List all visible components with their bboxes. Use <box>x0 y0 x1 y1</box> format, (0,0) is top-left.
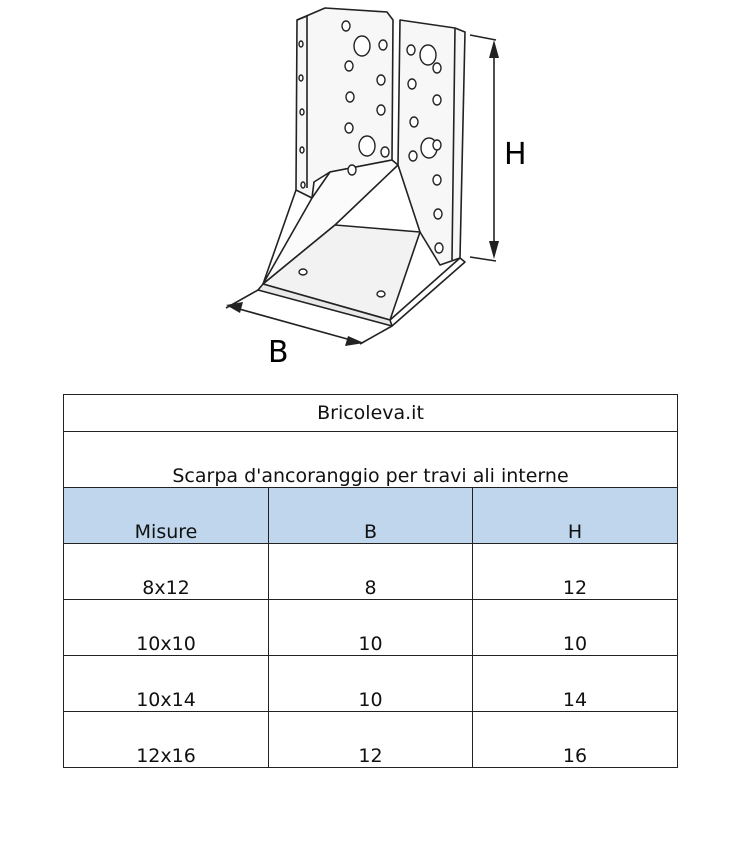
size-table: Bricoleva.it Scarpa d'ancoranggio per tr… <box>62 394 679 768</box>
cell-h: 10 <box>471 599 679 656</box>
cell-misure: 10x10 <box>63 599 269 656</box>
cell-h: 16 <box>471 711 679 768</box>
cell-b: 12 <box>268 711 473 768</box>
joist-hanger-drawing: H B <box>225 7 527 370</box>
table-row: 12x16 12 16 <box>63 711 679 768</box>
header-misure: Misure <box>63 487 269 544</box>
site-name: Bricoleva.it <box>62 394 679 432</box>
cell-misure: 10x14 <box>63 655 269 712</box>
table-title: Scarpa d'ancoranggio per travi ali inter… <box>62 431 679 488</box>
table-header-row: Misure B H <box>63 487 679 544</box>
table-row: 10x14 10 14 <box>63 655 679 712</box>
table-row: 8x12 8 12 <box>63 543 679 600</box>
cell-b: 10 <box>268 599 473 656</box>
height-dimension-line <box>469 34 499 262</box>
cell-h: 12 <box>471 543 679 600</box>
height-label: H <box>504 137 527 172</box>
cell-b: 8 <box>268 543 473 600</box>
cell-misure: 8x12 <box>63 543 269 600</box>
width-label: B <box>268 335 289 370</box>
table-row: 10x10 10 10 <box>63 599 679 656</box>
header-b: B <box>268 487 473 544</box>
header-h: H <box>471 487 679 544</box>
cell-h: 14 <box>471 655 679 712</box>
cell-b: 10 <box>268 655 473 712</box>
width-dimension-line <box>225 289 393 346</box>
cell-misure: 12x16 <box>63 711 269 768</box>
